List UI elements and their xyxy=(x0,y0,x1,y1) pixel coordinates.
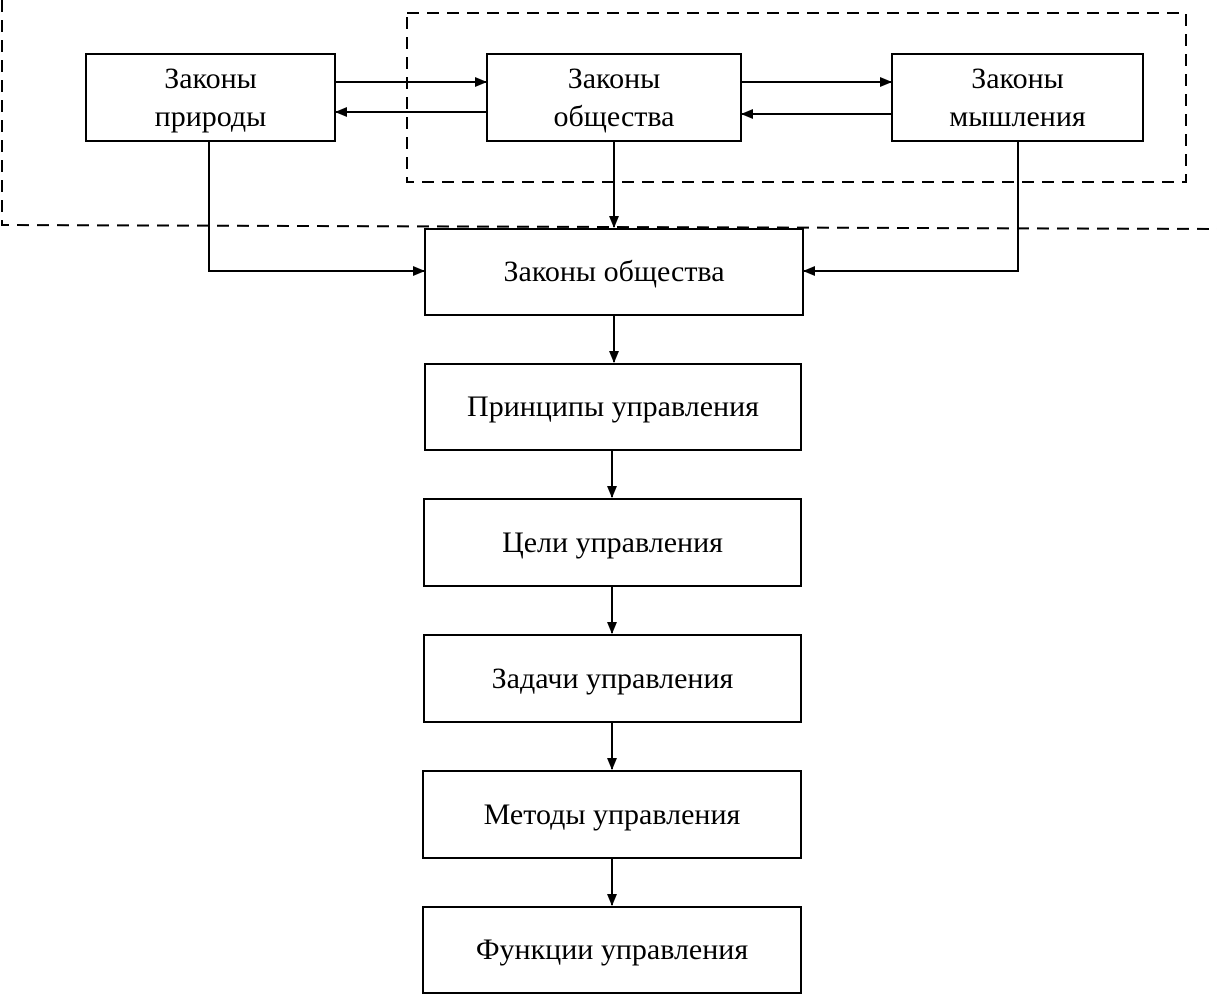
box-laws-of-society-top: Законы общества xyxy=(486,53,742,142)
box-management-functions: Функции управления xyxy=(422,906,802,994)
box-laws-of-society-top-line1: Законы xyxy=(567,61,661,95)
box-management-tasks-label: Задачи управления xyxy=(491,661,734,695)
box-laws-of-thinking-line2: мышления xyxy=(949,99,1086,133)
box-management-goals-label: Цели управления xyxy=(502,525,723,559)
box-management-methods: Методы управления xyxy=(422,770,802,859)
box-laws-of-nature-line2: природы xyxy=(154,99,267,133)
box-management-methods-label: Методы управления xyxy=(483,797,741,831)
arrow-nature-down xyxy=(208,142,425,276)
box-laws-of-nature-line1: Законы xyxy=(164,61,257,95)
box-laws-of-society-main: Законы общества xyxy=(424,228,804,316)
box-management-principles-label: Принципы управления xyxy=(467,390,759,423)
box-laws-of-society-top-line2: общества xyxy=(553,99,675,133)
box-laws-of-society-main-label: Законы общества xyxy=(503,255,725,288)
box-laws-of-thinking-line1: Законы xyxy=(971,61,1064,95)
box-laws-of-thinking: Законы мышления xyxy=(891,53,1144,142)
inner-dashed-frame xyxy=(406,12,1187,183)
box-management-principles: Принципы управления xyxy=(424,363,802,451)
box-management-goals: Цели управления xyxy=(423,498,802,587)
outer-dashed-boundary xyxy=(0,0,1217,230)
arrow-thinking-down xyxy=(803,142,1019,276)
box-laws-of-nature: Законы природы xyxy=(85,53,336,142)
box-management-tasks: Задачи управления xyxy=(423,634,802,723)
box-management-functions-label: Функции управления xyxy=(475,933,749,966)
